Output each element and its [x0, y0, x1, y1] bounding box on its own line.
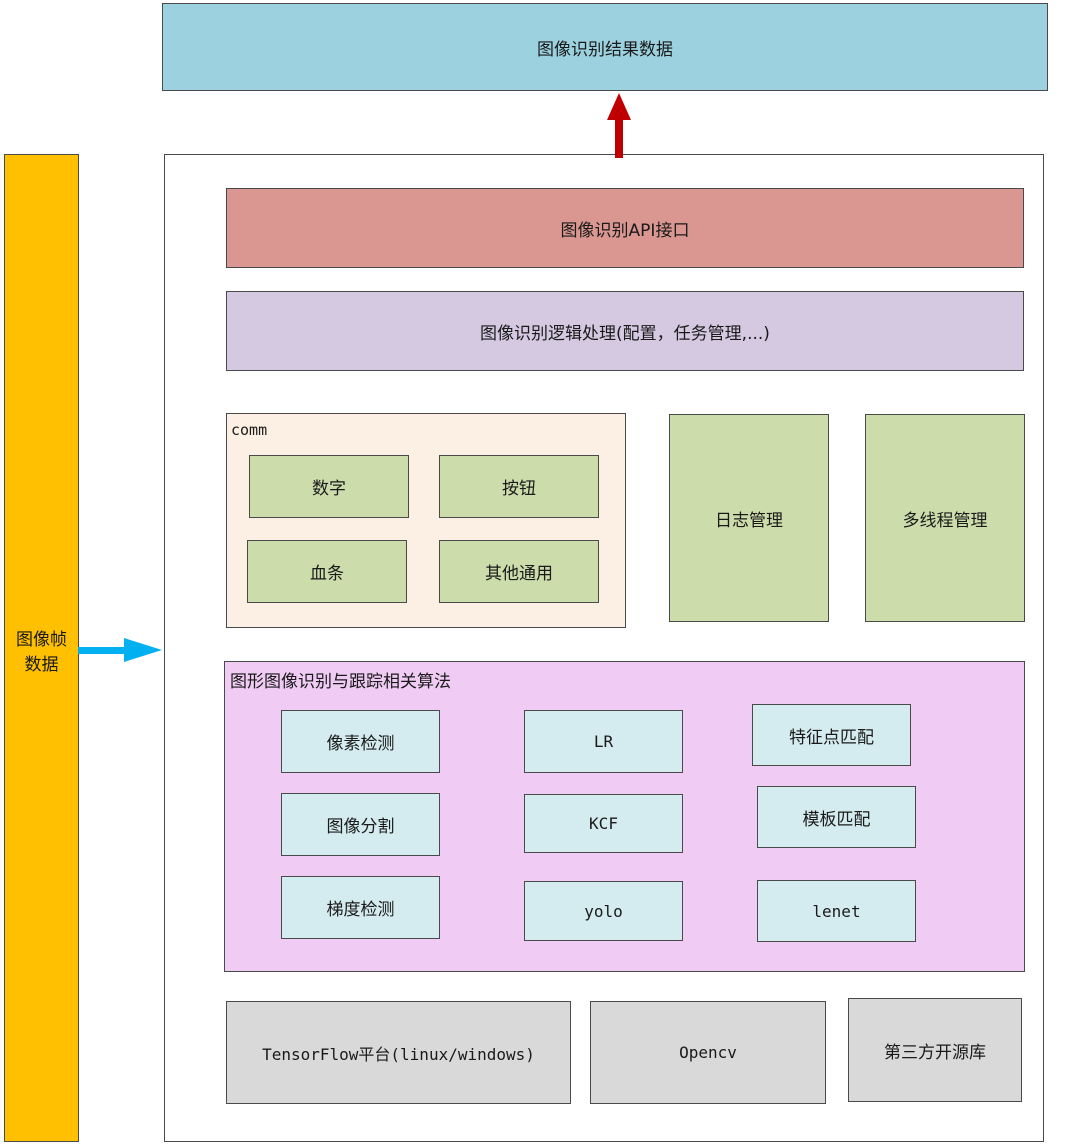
- comm-item-label: 数字: [312, 479, 346, 499]
- right-arrow-icon: [78, 638, 162, 662]
- algo-lr: LR: [524, 710, 683, 773]
- comm-item-health-bar: 血条: [247, 540, 407, 603]
- comm-item-other: 其他通用: [439, 540, 599, 603]
- comm-item-label: 血条: [310, 564, 344, 584]
- logic-layer: 图像识别逻辑处理(配置，任务管理,...): [226, 291, 1024, 371]
- algo-item-label: yolo: [584, 901, 623, 921]
- algo-kcf: KCF: [524, 794, 683, 853]
- input-frame-bar: 图像帧 数据: [4, 154, 79, 1142]
- output-result-label: 图像识别结果数据: [537, 39, 673, 60]
- input-frame-label-line2: 数据: [24, 655, 59, 675]
- base-opencv: Opencv: [590, 1001, 826, 1104]
- algo-item-label: lenet: [812, 901, 861, 921]
- comm-item-label: 其他通用: [485, 564, 553, 584]
- algorithms-title: 图形图像识别与跟踪相关算法: [230, 672, 451, 692]
- output-result-box: 图像识别结果数据: [162, 3, 1048, 91]
- comm-title: comm: [231, 421, 268, 439]
- comm-item-button: 按钮: [439, 455, 599, 518]
- comm-item-digits: 数字: [249, 455, 409, 518]
- api-layer-label: 图像识别API接口: [560, 220, 690, 241]
- comm-item-label: 按钮: [502, 479, 536, 499]
- algo-item-label: LR: [593, 732, 614, 751]
- algo-lenet: lenet: [757, 880, 916, 942]
- base-third-party-label: 第三方开源库: [884, 1042, 986, 1063]
- base-opencv-label: Opencv: [679, 1043, 737, 1062]
- algo-item-label: 特征点匹配: [789, 727, 874, 748]
- log-management: 日志管理: [669, 414, 829, 622]
- algo-image-segmentation: 图像分割: [281, 793, 440, 856]
- algo-gradient-detection: 梯度检测: [281, 876, 440, 939]
- log-management-label: 日志管理: [715, 510, 783, 531]
- algo-pixel-detection: 像素检测: [281, 710, 440, 773]
- base-tensorflow: TensorFlow平台(linux/windows): [226, 1001, 571, 1104]
- algo-item-label: 像素检测: [326, 734, 395, 754]
- thread-management: 多线程管理: [865, 414, 1025, 622]
- algo-item-label: KCF: [589, 814, 618, 833]
- algo-item-label: 模板匹配: [802, 809, 871, 830]
- algo-template-matching: 模板匹配: [757, 786, 916, 848]
- algo-item-label: 图像分割: [326, 817, 395, 837]
- base-tensorflow-label: TensorFlow平台(linux/windows): [262, 1044, 535, 1064]
- base-third-party: 第三方开源库: [848, 998, 1022, 1102]
- api-layer: 图像识别API接口: [226, 188, 1024, 268]
- thread-management-label: 多线程管理: [902, 510, 988, 531]
- algo-feature-matching: 特征点匹配: [752, 704, 911, 766]
- algo-item-label: 梯度检测: [326, 900, 395, 920]
- up-arrow-icon: [607, 93, 631, 158]
- logic-layer-label: 图像识别逻辑处理(配置，任务管理,...): [480, 323, 770, 344]
- input-frame-label-line1: 图像帧: [16, 630, 67, 650]
- algo-yolo: yolo: [524, 881, 683, 941]
